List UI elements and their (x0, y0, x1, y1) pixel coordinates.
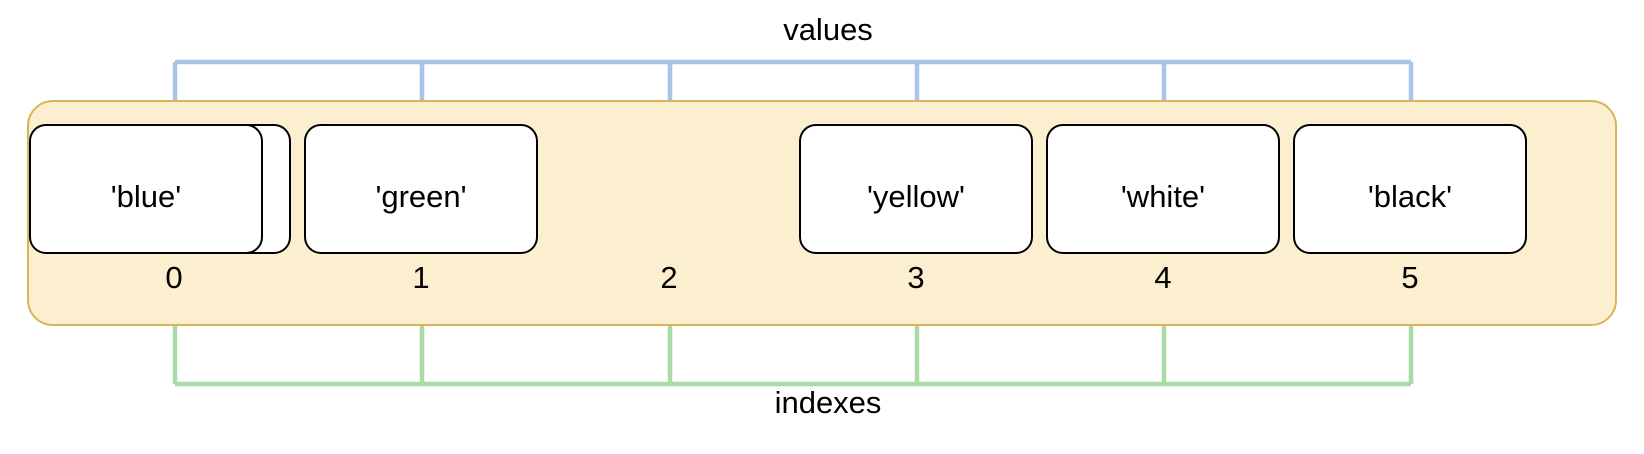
array-cell[interactable]: 'green' (304, 124, 538, 254)
array-cell-label: 'green' (375, 178, 467, 214)
array-index-label: 2 (660, 260, 678, 295)
values-label: values (783, 12, 873, 47)
array-container: 'red' 'green' 'blue' 'yellow' 'white' 'b… (27, 100, 1617, 326)
array-cell[interactable]: 'yellow' (799, 124, 1033, 254)
array-cell-label: 'yellow' (867, 178, 965, 214)
array-cell[interactable]: 'blue' (29, 124, 263, 254)
array-cell[interactable]: 'black' (1293, 124, 1527, 254)
array-index-label: 1 (412, 260, 430, 295)
array-index-label: 5 (1401, 260, 1419, 295)
array-cell-label: 'black' (1367, 178, 1453, 214)
array-index-label: 0 (165, 260, 183, 295)
array-index-label: 4 (1154, 260, 1172, 295)
array-index-label: 3 (907, 260, 925, 295)
indexes-label: indexes (774, 385, 882, 420)
array-cell-label: 'blue' (110, 178, 182, 214)
array-cell-label: 'white' (1120, 178, 1206, 214)
array-cell[interactable]: 'white' (1046, 124, 1280, 254)
values-connector-group (172, 59, 1421, 136)
